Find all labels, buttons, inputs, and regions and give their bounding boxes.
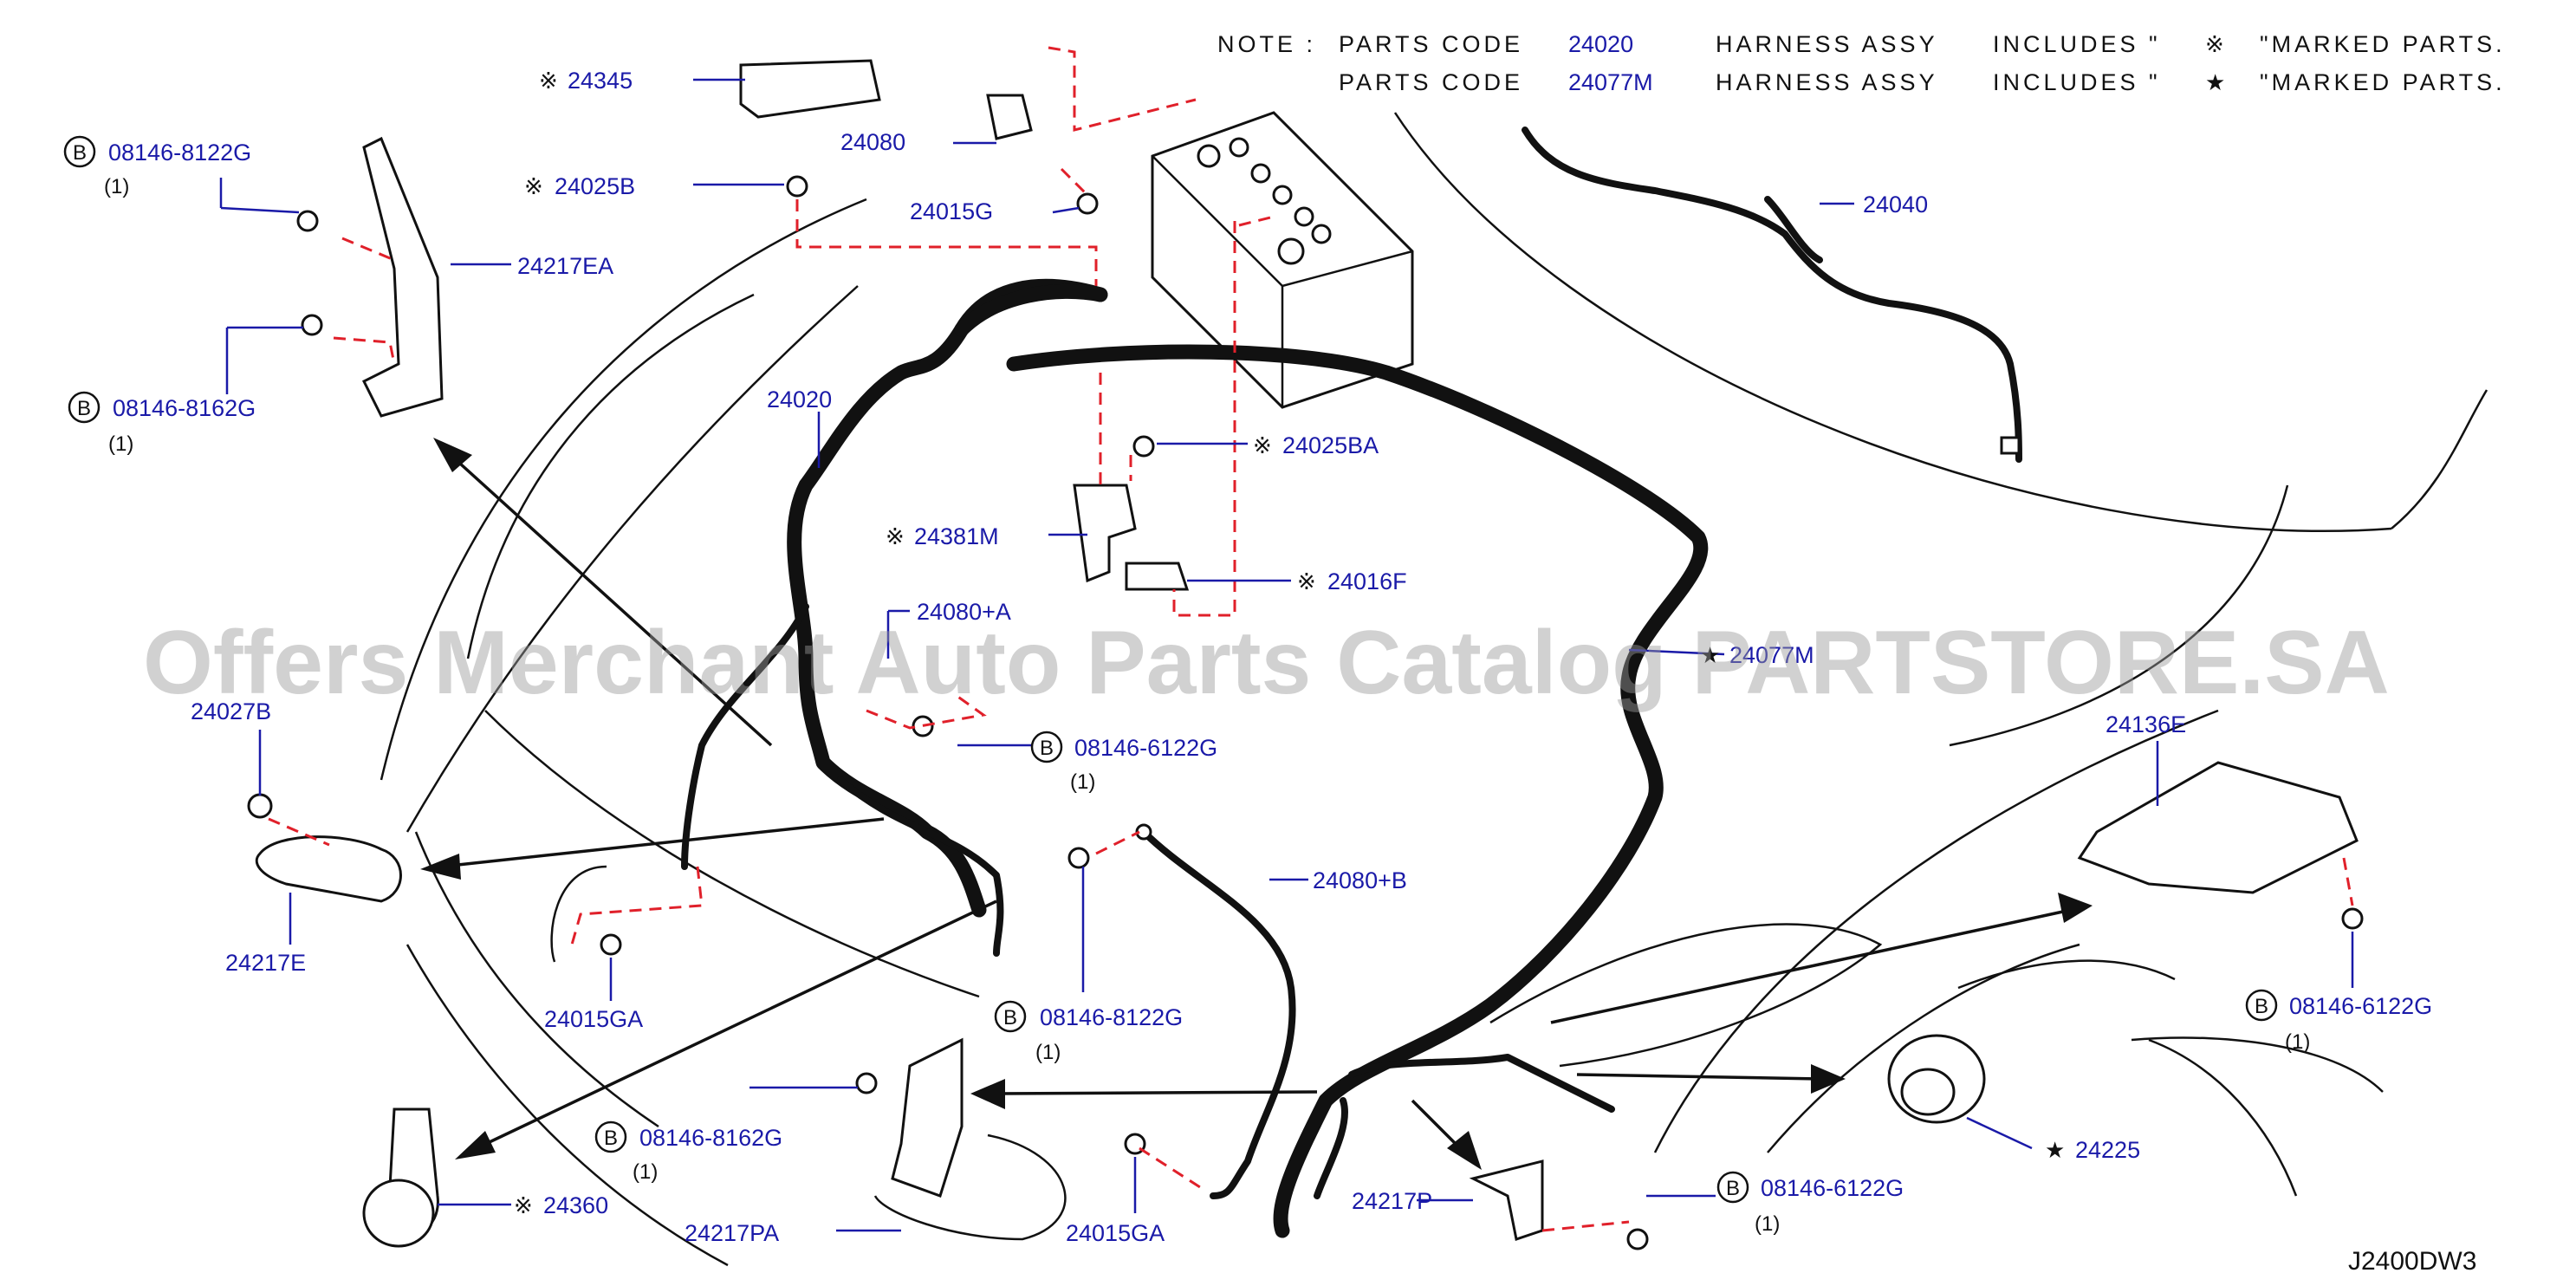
mark-24025BA: ※ xyxy=(1253,433,1272,459)
note-row2-mark: ★ xyxy=(2205,70,2225,96)
label-24040: 24040 xyxy=(1863,192,1928,218)
svg-text:B: B xyxy=(1003,1006,1017,1029)
note-row1-code: 24020 xyxy=(1568,31,1633,57)
bolt-qty-5: (1) xyxy=(633,1160,658,1184)
mark-24225: ★ xyxy=(2045,1138,2065,1164)
label-24027B: 24027B xyxy=(191,698,271,724)
bolt-code-2: 08146-8162G xyxy=(113,395,256,421)
bolt-callout-7: B 08146-6122G (1) xyxy=(1716,1171,1904,1236)
label-24217P: 24217P xyxy=(1352,1188,1432,1214)
bolt-code-3: 08146-6122G xyxy=(1074,735,1217,761)
label-24360: 24360 xyxy=(543,1192,608,1218)
bolt-callout-1: B 08146-8122G (1) xyxy=(63,135,251,198)
arrows xyxy=(420,438,2093,1170)
bolt-callout-3: B 08146-6122G (1) xyxy=(1030,731,1217,794)
label-24217E: 24217E xyxy=(225,950,306,976)
bolt-callout-5: B 08146-8162G (1) xyxy=(594,1120,782,1184)
bolt-code-1: 08146-8122G xyxy=(108,140,251,166)
note-row1-mark: ※ xyxy=(2205,32,2224,58)
parts xyxy=(247,59,2364,1250)
note-row1-text2: HARNESS ASSY xyxy=(1716,31,1938,57)
label-24381M: 24381M xyxy=(914,523,999,549)
note-row1-text4: "MARKED PARTS. xyxy=(2260,31,2506,57)
dashed-connections xyxy=(268,46,2354,1232)
bolt-callout-6: B 08146-6122G (1) xyxy=(2245,989,2432,1054)
bolt-callout-4: B 08146-8122G (1) xyxy=(994,1000,1183,1064)
label-24016F: 24016F xyxy=(1327,568,1407,594)
note-block: NOTE : PARTS CODE 24020 HARNESS ASSY INC… xyxy=(1217,31,2506,96)
bolt-qty-1: (1) xyxy=(104,175,129,198)
note-row2-code: 24077M xyxy=(1568,69,1653,95)
bolt-callouts: B 08146-8122G (1) B 08146-8162G (1) B 08… xyxy=(63,135,2432,1236)
note-row1-text3: INCLUDES " xyxy=(1993,31,2161,57)
svg-text:B: B xyxy=(2255,995,2268,1018)
mark-24016F: ※ xyxy=(1297,569,1316,595)
note-row2-text3: INCLUDES " xyxy=(1993,69,2161,95)
battery xyxy=(1151,111,1414,409)
mark-24077M: ★ xyxy=(1700,643,1720,669)
svg-text:B: B xyxy=(1726,1177,1740,1200)
bolt-code-5: 08146-8162G xyxy=(639,1125,782,1151)
part-labels: ※ 24345 24080 24015G ※ 24025B 24217EA 24… xyxy=(191,68,2186,1246)
label-24080B: 24080+B xyxy=(1313,867,1407,893)
bolt-code-4: 08146-8122G xyxy=(1040,1004,1183,1030)
bolt-qty-6: (1) xyxy=(2285,1030,2310,1054)
mark-24360: ※ xyxy=(514,1193,533,1219)
label-24225: 24225 xyxy=(2075,1137,2140,1163)
mark-24025B: ※ xyxy=(524,174,543,200)
label-24217PA: 24217PA xyxy=(685,1220,779,1246)
mark-24345: ※ xyxy=(539,68,558,94)
svg-text:B: B xyxy=(77,397,91,420)
label-24025B: 24025B xyxy=(555,173,635,199)
bolt-qty-3: (1) xyxy=(1070,770,1095,794)
wire-24080b xyxy=(1135,823,1296,1199)
main-harness xyxy=(681,278,1709,1238)
label-24345: 24345 xyxy=(568,68,633,94)
label-24080A: 24080+A xyxy=(917,599,1011,625)
bolt-code-6: 08146-6122G xyxy=(2289,993,2432,1019)
label-24217EA: 24217EA xyxy=(517,253,613,279)
leader-lines xyxy=(219,78,2354,1232)
harness-24040 xyxy=(1522,127,2022,463)
label-24025BA: 24025BA xyxy=(1282,432,1379,458)
bolt-qty-7: (1) xyxy=(1755,1212,1780,1236)
body-contours xyxy=(380,112,2488,1267)
note-row2-text2: HARNESS ASSY xyxy=(1716,69,1938,95)
diagram-id: J2400DW3 xyxy=(2348,1247,2476,1276)
note-row2-text1: PARTS CODE xyxy=(1339,69,1523,95)
svg-text:B: B xyxy=(604,1127,618,1150)
bolt-qty-2: (1) xyxy=(108,432,133,456)
label-24015GA-2: 24015GA xyxy=(1066,1220,1165,1246)
bolt-code-7: 08146-6122G xyxy=(1761,1175,1904,1201)
label-24077M: 24077M xyxy=(1729,642,1814,668)
label-24136E: 24136E xyxy=(2106,711,2186,737)
label-24080: 24080 xyxy=(840,129,905,155)
bolt-callout-2: B 08146-8162G (1) xyxy=(68,391,256,456)
label-24020: 24020 xyxy=(767,386,832,412)
bolt-qty-4: (1) xyxy=(1035,1041,1061,1064)
note-row1-text1: PARTS CODE xyxy=(1339,31,1523,57)
svg-text:B: B xyxy=(73,141,87,165)
label-24015GA-1: 24015GA xyxy=(544,1006,643,1032)
note-prefix: NOTE : xyxy=(1217,31,1316,57)
note-row2-text4: "MARKED PARTS. xyxy=(2260,69,2506,95)
svg-text:B: B xyxy=(1040,737,1054,760)
label-24015G: 24015G xyxy=(910,198,993,224)
watermark-text: Offers Merchant Auto Parts Catalog PARTS… xyxy=(143,613,2390,713)
mark-24381M: ※ xyxy=(886,524,905,550)
